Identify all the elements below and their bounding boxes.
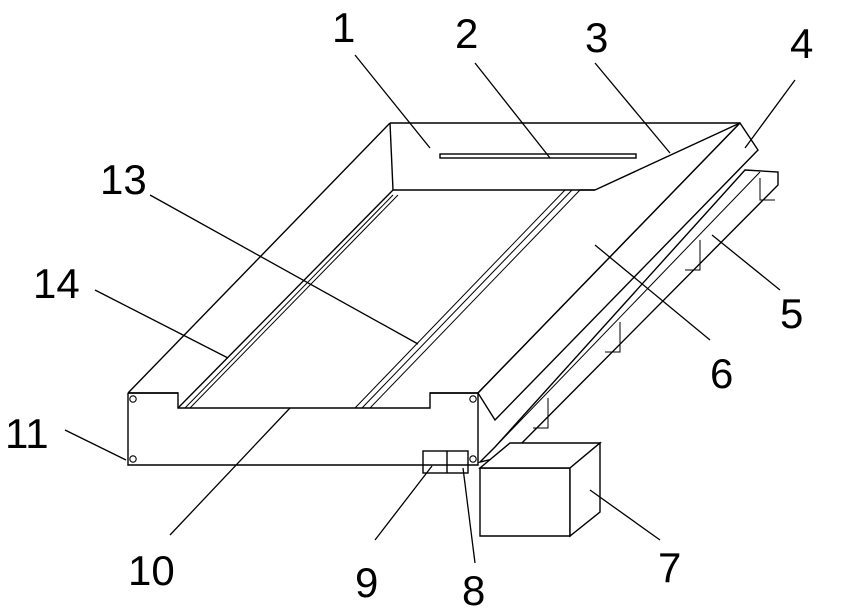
label-13: 13 [100, 156, 147, 203]
label-1: 1 [332, 4, 355, 51]
label-4: 4 [790, 20, 813, 67]
part-labels: 1 2 3 4 5 6 7 8 9 10 11 13 14 [5, 4, 813, 614]
label-10: 10 [128, 547, 175, 594]
rail-5 [477, 169, 779, 464]
label-11: 11 [5, 410, 49, 457]
label-6: 6 [710, 350, 733, 397]
label-5: 5 [780, 290, 803, 337]
component-8-9 [422, 450, 469, 474]
inner-rails [184, 189, 581, 409]
label-9: 9 [355, 559, 378, 606]
strip-2 [439, 153, 637, 159]
trough-4 [477, 121, 759, 422]
tray-frame [127, 122, 740, 466]
label-8: 8 [462, 567, 485, 614]
label-2: 2 [455, 10, 478, 57]
label-14: 14 [33, 260, 80, 307]
label-7: 7 [658, 544, 681, 591]
box-7 [478, 441, 602, 538]
leader-lines [64, 54, 796, 564]
label-3: 3 [585, 14, 608, 61]
